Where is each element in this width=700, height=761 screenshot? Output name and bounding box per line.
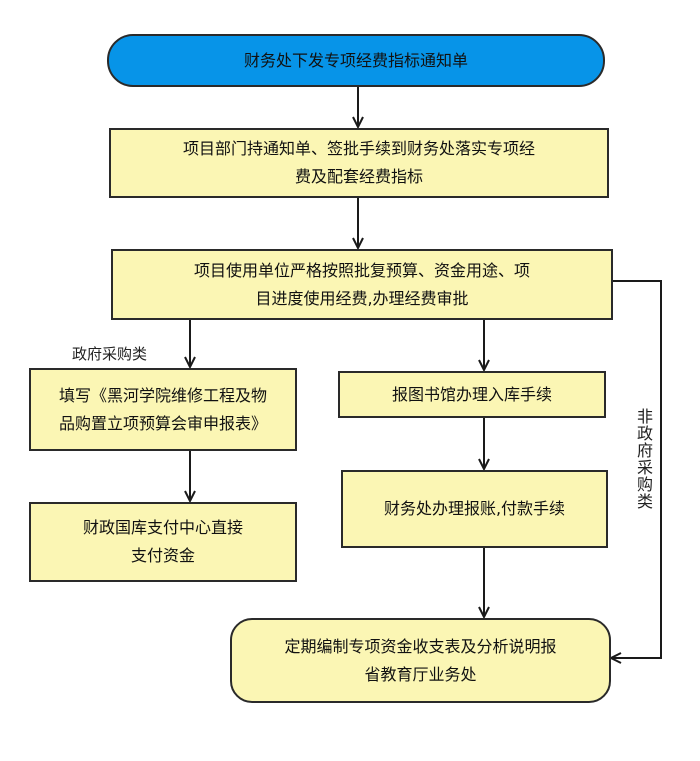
label-non-gov-procurement: 非政府采购类 — [634, 408, 653, 510]
node-gov-fill: 填写《黑河学院维修工程及物 品购置立项预算会审申报表》 — [29, 368, 297, 451]
node-step1-text: 项目部门持通知单、签批手续到财务处落实专项经 费及配套经费指标 — [182, 139, 535, 186]
label-gov-procurement: 政府采购类 — [72, 345, 148, 363]
node-end-text: 定期编制专项资金收支表及分析说明报 省教育厅业务处 — [284, 636, 557, 684]
node-end: 定期编制专项资金收支表及分析说明报 省教育厅业务处 — [230, 618, 611, 703]
arrow-non-gov-to-end — [611, 280, 662, 658]
node-library-text: 报图书馆办理入库手续 — [391, 384, 552, 404]
node-gov-fill-text: 填写《黑河学院维修工程及物 品购置立项预算会审申报表》 — [58, 385, 267, 433]
node-step2-text: 项目使用单位严格按照批复预算、资金用途、项 目进度使用经费,办理经费审批 — [193, 260, 530, 308]
node-finance-pay: 财务处办理报账,付款手续 — [341, 470, 608, 548]
node-step1: 项目部门持通知单、签批手续到财务处落实专项经 费及配套经费指标 — [109, 128, 609, 198]
node-gov-pay-text: 财政国库支付中心直接 支付资金 — [82, 518, 243, 565]
node-library: 报图书馆办理入库手续 — [338, 371, 606, 418]
node-finance-pay-text: 财务处办理报账,付款手续 — [383, 499, 566, 518]
node-start: 财务处下发专项经费指标通知单 — [107, 34, 605, 87]
node-gov-pay: 财政国库支付中心直接 支付资金 — [29, 502, 297, 582]
node-start-text: 财务处下发专项经费指标通知单 — [243, 50, 468, 70]
node-step2: 项目使用单位严格按照批复预算、资金用途、项 目进度使用经费,办理经费审批 — [111, 249, 613, 320]
